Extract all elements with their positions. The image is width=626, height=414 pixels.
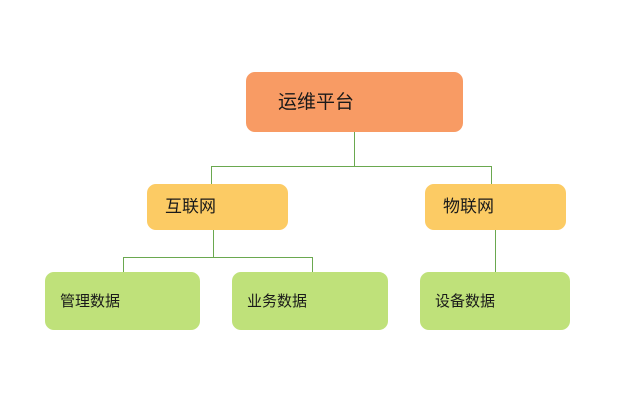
edge-internet-to-biz-data	[212, 230, 314, 272]
node-label-iot: 物联网	[443, 196, 494, 217]
node-label-internet: 互联网	[165, 196, 216, 217]
node-label-device-data: 设备数据	[435, 291, 496, 310]
edge-root-to-internet	[210, 132, 356, 184]
node-label-business-data: 业务数据	[247, 291, 308, 310]
edge-internet-to-mgmt-data	[122, 230, 215, 272]
node-business-data[interactable]: 业务数据	[232, 272, 388, 330]
node-root-ops-platform[interactable]: 运维平台	[246, 72, 463, 132]
edge-root-to-iot	[353, 132, 493, 184]
node-iot[interactable]: 物联网	[425, 184, 566, 230]
node-label-management-data: 管理数据	[60, 291, 121, 310]
node-label-root: 运维平台	[278, 90, 355, 113]
node-management-data[interactable]: 管理数据	[45, 272, 200, 330]
node-device-data[interactable]: 设备数据	[420, 272, 570, 330]
node-internet[interactable]: 互联网	[147, 184, 288, 230]
